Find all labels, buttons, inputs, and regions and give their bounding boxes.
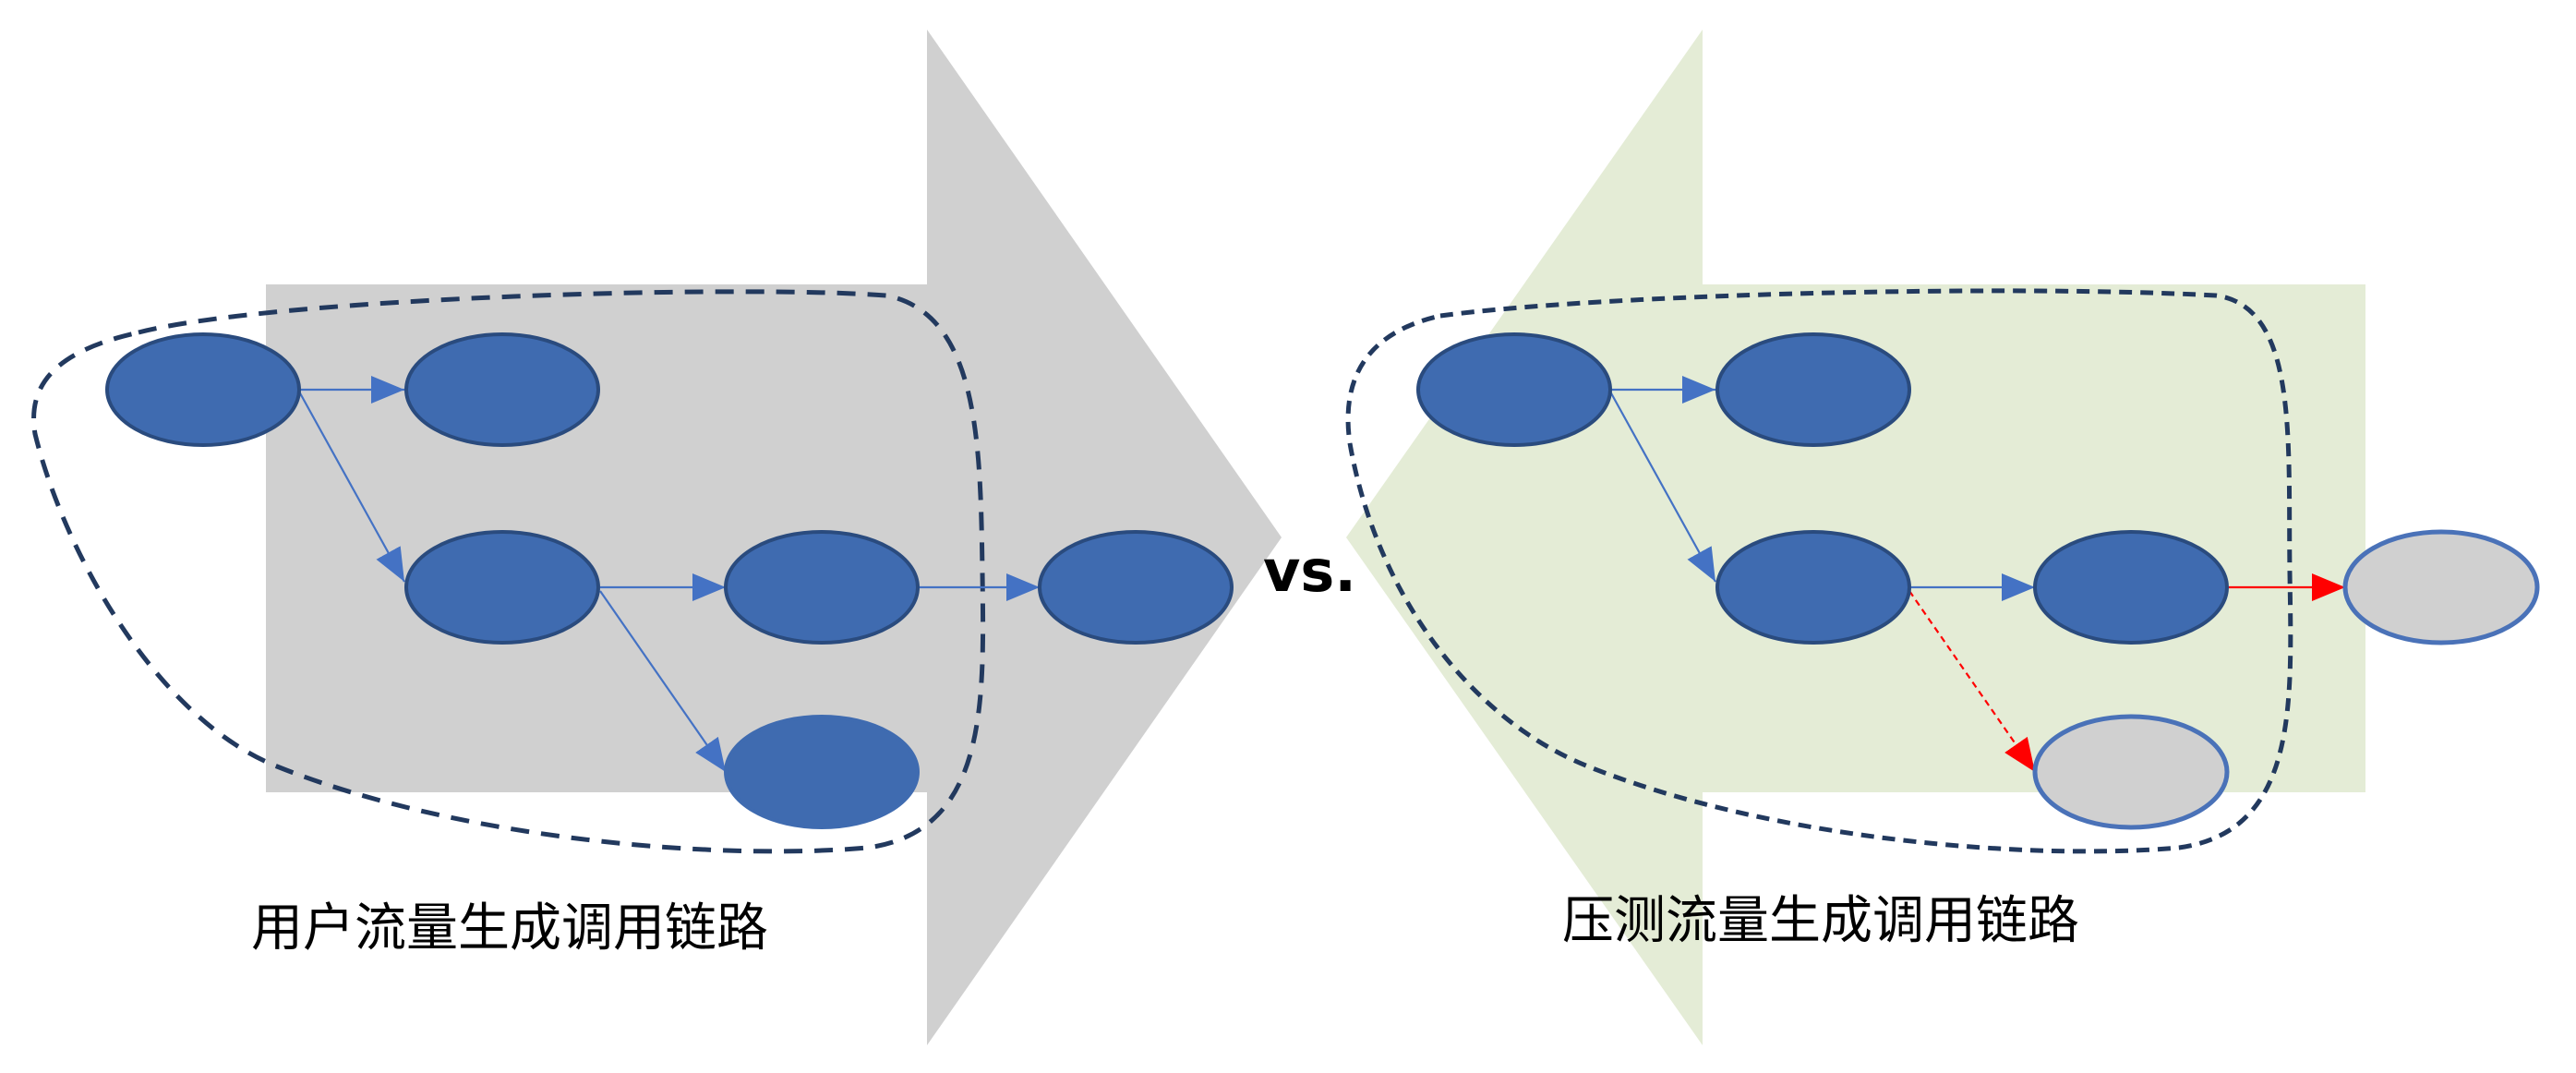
left-node-5	[1038, 530, 1234, 645]
right-edge-1-3	[1609, 391, 1716, 583]
left-node-6	[724, 715, 920, 829]
right-node-4	[2033, 530, 2229, 645]
left-node-2	[404, 332, 600, 447]
left-node-4	[724, 530, 920, 645]
right-node-6-hollow	[2032, 714, 2230, 830]
left-node-3	[404, 530, 600, 645]
vs-label: vs.	[1263, 537, 1356, 605]
left-caption: 用户流量生成调用链路	[251, 898, 768, 958]
left-panel	[31, 30, 1282, 1045]
right-node-1	[1416, 332, 1612, 447]
right-node-3	[1715, 530, 1911, 645]
right-dashed-boundary	[1345, 288, 2293, 854]
right-node-2	[1715, 332, 1911, 447]
right-node-5-hollow	[2342, 529, 2540, 645]
right-edge-3-6-missing	[1908, 590, 2036, 773]
left-edge-1-3	[298, 391, 405, 583]
right-caption: 压测流量生成调用链路	[1562, 891, 2079, 951]
left-edge-3-6	[599, 590, 727, 773]
left-node-1	[105, 332, 301, 447]
left-dashed-boundary	[31, 289, 986, 854]
right-panel	[1345, 30, 2540, 1045]
